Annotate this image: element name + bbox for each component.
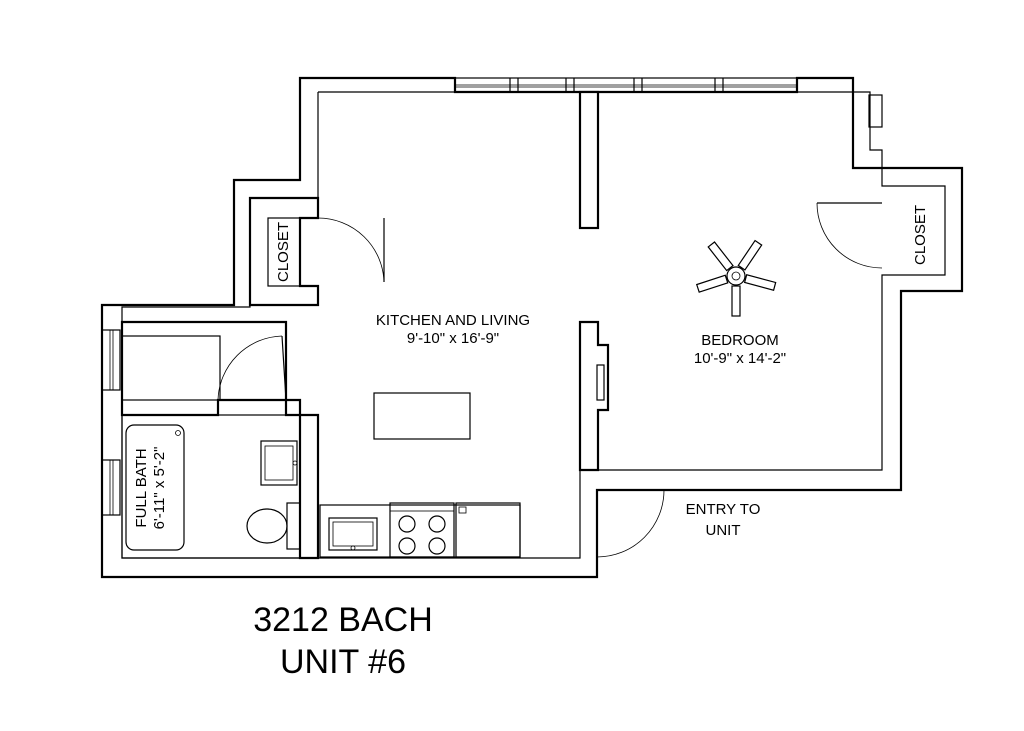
closet-right-label: CLOSET — [912, 205, 929, 265]
title-address: 3212 BACH — [253, 601, 433, 639]
bedroom-size: 10'-9" x 14'-2" — [694, 350, 786, 367]
title-unit: UNIT #6 — [280, 643, 406, 681]
closet-left-label: CLOSET — [275, 222, 292, 282]
interior-walls — [120, 90, 883, 560]
top-windows — [454, 77, 798, 93]
full-bath-name: FULL BATH — [133, 448, 150, 527]
bedroom-name: BEDROOM — [701, 332, 779, 349]
toilet — [246, 502, 301, 550]
bathtub — [125, 424, 185, 551]
ceiling-fan-icon — [695, 239, 777, 317]
fixtures — [125, 392, 521, 558]
kitchen-living-name: KITCHEN AND LIVING — [376, 312, 530, 329]
kitchen-island — [373, 392, 471, 440]
doors — [217, 202, 883, 558]
full-bath-size: 6'-11" x 5'-2" — [151, 447, 168, 530]
kitchen-living-size: 9'-10" x 16'-9" — [407, 330, 499, 347]
left-windows — [101, 329, 121, 516]
entry-label-line1: ENTRY TO — [686, 501, 761, 518]
range-stove — [389, 502, 455, 558]
plan-title: 3212 BACH UNIT #6 — [253, 601, 433, 681]
room-labels: KITCHEN AND LIVING 9'-10" x 16'-9" BEDRO… — [133, 205, 929, 539]
entry-label-line2: UNIT — [706, 522, 741, 539]
